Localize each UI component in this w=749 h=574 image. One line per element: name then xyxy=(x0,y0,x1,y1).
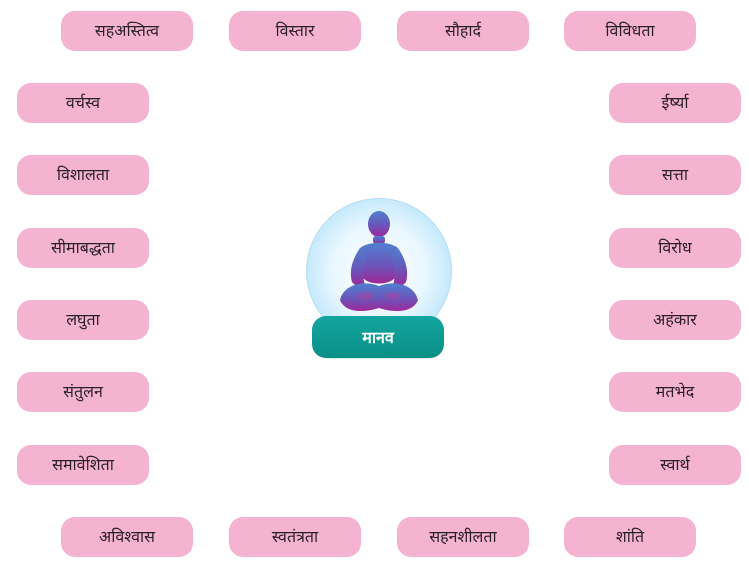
term-pill: सहअस्तित्व xyxy=(61,11,193,51)
term-pill: सीमाबद्धता xyxy=(17,228,149,268)
term-pill: लघुता xyxy=(17,300,149,340)
term-pill: स्वतंत्रता xyxy=(229,517,361,557)
term-pill: वर्चस्व xyxy=(17,83,149,123)
term-pill: विरोध xyxy=(609,228,741,268)
term-pill: सौहार्द xyxy=(397,11,529,51)
term-pill: सत्ता xyxy=(609,155,741,195)
term-pill: अविश्वास xyxy=(61,517,193,557)
center-label: मानव xyxy=(312,316,444,358)
term-pill: शांति xyxy=(564,517,696,557)
term-pill: ईर्ष्या xyxy=(609,83,741,123)
term-pill: विशालता xyxy=(17,155,149,195)
term-pill: विविधता xyxy=(564,11,696,51)
term-pill: संतुलन xyxy=(17,372,149,412)
term-pill: मतभेद xyxy=(609,372,741,412)
term-pill: अहंकार xyxy=(609,300,741,340)
term-pill: समावेशिता xyxy=(17,445,149,485)
meditating-person-icon xyxy=(340,211,418,312)
center-illustration: मानव xyxy=(306,198,452,358)
term-pill: सहनशीलता xyxy=(397,517,529,557)
term-pill: स्वार्थ xyxy=(609,445,741,485)
term-pill: विस्तार xyxy=(229,11,361,51)
